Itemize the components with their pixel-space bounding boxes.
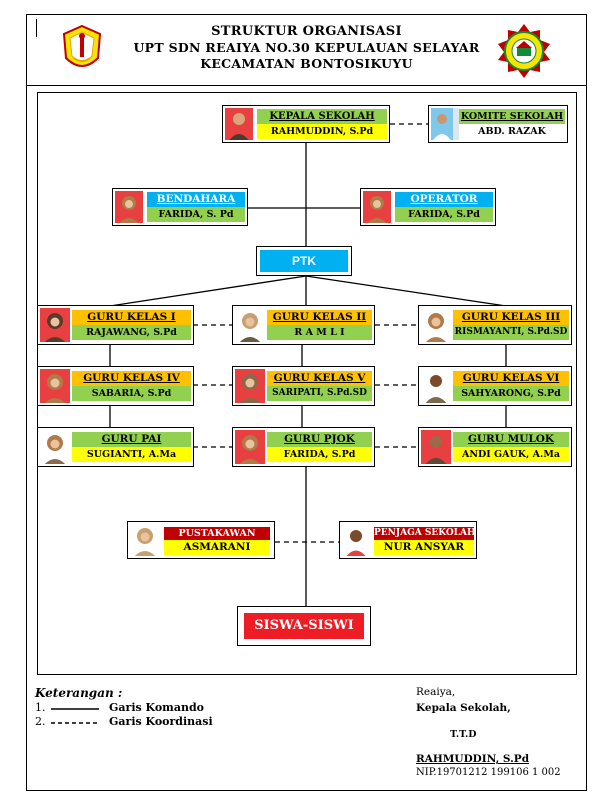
solid-line-icon [51, 708, 99, 710]
ptk-label: PTK [260, 250, 348, 272]
name-label: RAJAWANG, S.Pd [72, 325, 191, 340]
role-label: KOMITE SEKOLAH [459, 109, 565, 124]
name-label: FARIDA, S.Pd [267, 447, 372, 462]
node-guru-kelas-6: GURU KELAS VI SAHYARONG, S.Pd [418, 366, 572, 406]
node-guru-pai: GURU PAI SUGIANTI, A.Ma [37, 427, 194, 467]
role-label: GURU PJOK [267, 432, 372, 447]
person-photo-icon [130, 524, 160, 556]
node-guru-mulok: GURU MULOK ANDI GAUK, A.Ma [418, 427, 572, 467]
role-label: GURU MULOK [453, 432, 569, 447]
legend-item2-label: Garis Koordinasi [109, 715, 213, 728]
node-operator: OPERATOR FARIDA, S.Pd [360, 188, 496, 226]
person-photo-icon [431, 108, 459, 140]
role-label: GURU KELAS IV [72, 371, 191, 386]
node-guru-pjok: GURU PJOK FARIDA, S.Pd [232, 427, 375, 467]
person-photo-icon [363, 191, 391, 223]
legend-item1-number: 1. [35, 701, 46, 714]
person-photo-icon [235, 308, 265, 342]
name-label: SAHYARONG, S.Pd [453, 386, 569, 401]
name-label: RISMAYANTI, S.Pd.SD [453, 325, 569, 340]
left-logo [60, 24, 104, 74]
node-pustakawan: PUSTAKAWAN ASMARANI [127, 521, 275, 559]
person-photo-icon [235, 369, 265, 403]
signature-position: Kepala Sekolah, [416, 702, 511, 714]
name-label: SABARIA, S.Pd [72, 386, 191, 401]
node-guru-kelas-2: GURU KELAS II R A M L I [232, 305, 375, 345]
signature-place: Reaiya, [416, 686, 456, 698]
person-photo-icon [342, 524, 370, 556]
signature-block: Reaiya, Kepala Sekolah, T.T.D RAHMUDDIN,… [416, 686, 576, 786]
node-bendahara: BENDAHARA FARIDA, S. Pd [112, 188, 248, 226]
person-photo-icon [421, 430, 451, 464]
signature-ttd: T.T.D [450, 729, 477, 740]
name-label: R A M L I [267, 325, 372, 340]
role-label: PENJAGA SEKOLAH [374, 527, 474, 540]
title-line-1: STRUKTUR ORGANISASI [211, 24, 402, 39]
role-label: GURU KELAS III [453, 310, 569, 325]
signature-name: RAHMUDDIN, S.Pd [416, 753, 530, 765]
role-label: PUSTAKAWAN [164, 527, 270, 540]
header: STRUKTUR ORGANISASI UPT SDN REAIYA NO.30… [26, 14, 587, 86]
legend-title: Keterangan : [35, 686, 123, 700]
person-photo-icon [235, 430, 265, 464]
legend-item1-label: Garis Komando [109, 701, 204, 714]
person-photo-icon [225, 108, 253, 140]
name-label: ASMARANI [164, 540, 270, 555]
node-guru-kelas-1: GURU KELAS I RAJAWANG, S.Pd [37, 305, 194, 345]
cursor-mark [36, 19, 37, 37]
name-label: SUGIANTI, A.Ma [72, 447, 191, 462]
role-label: GURU KELAS V [267, 371, 372, 386]
person-photo-icon [40, 308, 70, 342]
siswa-label: SISWA-SISWI [244, 613, 364, 639]
node-ptk: PTK [256, 246, 352, 276]
role-label: KEPALA SEKOLAH [257, 109, 387, 124]
name-label: NUR ANSYAR [374, 540, 474, 555]
node-siswa-siswi: SISWA-SISWI [237, 606, 371, 646]
role-label: GURU KELAS II [267, 310, 372, 325]
title-line-2: UPT SDN REAIYA NO.30 KEPULAUAN SELAYAR [133, 40, 480, 55]
name-label: RAHMUDDIN, S.Pd [257, 124, 387, 139]
title-line-3: KECAMATAN BONTOSIKUYU [200, 56, 413, 71]
person-photo-icon [40, 430, 70, 464]
node-guru-kelas-4: GURU KELAS IV SABARIA, S.Pd [37, 366, 194, 406]
name-label: ANDI GAUK, A.Ma [453, 447, 569, 462]
name-label: FARIDA, S.Pd [395, 207, 493, 222]
person-photo-icon [40, 369, 70, 403]
role-label: GURU KELAS VI [453, 371, 569, 386]
legend-item2-number: 2. [35, 715, 46, 728]
name-label: ABD. RAZAK [459, 124, 565, 139]
role-label: GURU KELAS I [72, 310, 191, 325]
dashed-line-icon [51, 722, 99, 724]
node-penjaga-sekolah: PENJAGA SEKOLAH NUR ANSYAR [339, 521, 477, 559]
right-logo [496, 22, 552, 78]
person-photo-icon [421, 308, 451, 342]
node-guru-kelas-5: GURU KELAS V SARIPATI, S.Pd.SD [232, 366, 375, 406]
person-photo-icon [421, 369, 451, 403]
legend: Keterangan : 1. Garis Komando 2. Garis K… [35, 686, 235, 736]
signature-nip: NIP.19701212 199106 1 002 [416, 767, 561, 778]
role-label: BENDAHARA [147, 192, 245, 207]
node-komite-sekolah: KOMITE SEKOLAH ABD. RAZAK [428, 105, 568, 143]
node-kepala-sekolah: KEPALA SEKOLAH RAHMUDDIN, S.Pd [222, 105, 390, 143]
page-frame [26, 14, 587, 791]
node-guru-kelas-3: GURU KELAS III RISMAYANTI, S.Pd.SD [418, 305, 572, 345]
name-label: FARIDA, S. Pd [147, 207, 245, 222]
role-label: GURU PAI [72, 432, 191, 447]
name-label: SARIPATI, S.Pd.SD [267, 386, 372, 401]
role-label: OPERATOR [395, 192, 493, 207]
person-photo-icon [115, 191, 143, 223]
